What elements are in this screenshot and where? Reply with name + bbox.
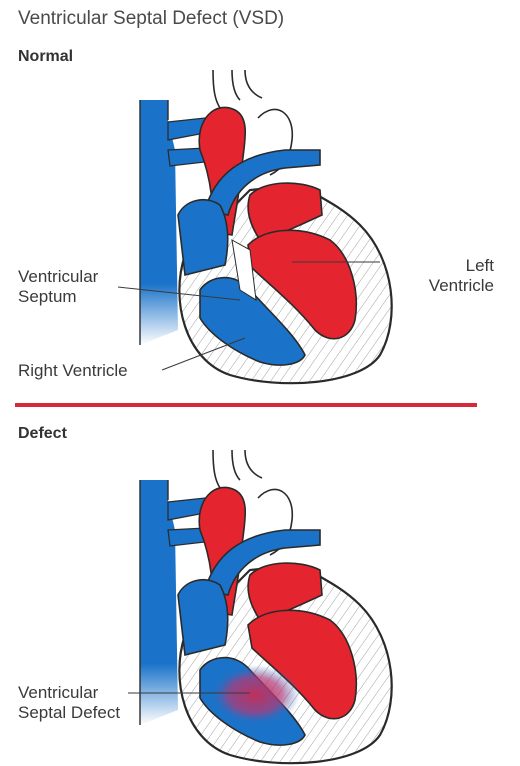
pulmonary-trunk (203, 149, 321, 216)
defect-pulmonary-trunk (203, 529, 321, 596)
right-ventricle (199, 276, 306, 366)
septal-defect-mixing (210, 665, 300, 725)
label-right-ventricle: Right Ventricle (18, 361, 128, 380)
label-left-ventricle-line1: Left (465, 256, 494, 275)
defect-section-heading: Defect (18, 425, 67, 442)
label-ventricular-septum-line1: Ventricular (18, 267, 99, 286)
defect-vena-cava (140, 480, 178, 725)
defect-right-atrium (177, 579, 229, 656)
label-ventricular-septum-line2: Septum (18, 287, 77, 306)
label-left-ventricle-line2: Ventricle (428, 276, 494, 295)
normal-heart-illustration (117, 69, 393, 385)
diagram-title: Ventricular Septal Defect (VSD) (18, 8, 285, 29)
right-atrium (177, 199, 229, 276)
normal-section-heading: Normal (18, 48, 74, 65)
normal-leader-lines (117, 261, 380, 371)
section-divider (15, 403, 477, 407)
vena-cava (140, 100, 178, 345)
label-vsd-line1: Ventricular (18, 683, 99, 702)
defect-left-atrium (247, 562, 323, 621)
left-atrium (247, 182, 323, 241)
label-vsd-line2: Septal Defect (18, 703, 121, 722)
ventricular-septum (231, 239, 257, 301)
left-ventricle (247, 229, 358, 340)
